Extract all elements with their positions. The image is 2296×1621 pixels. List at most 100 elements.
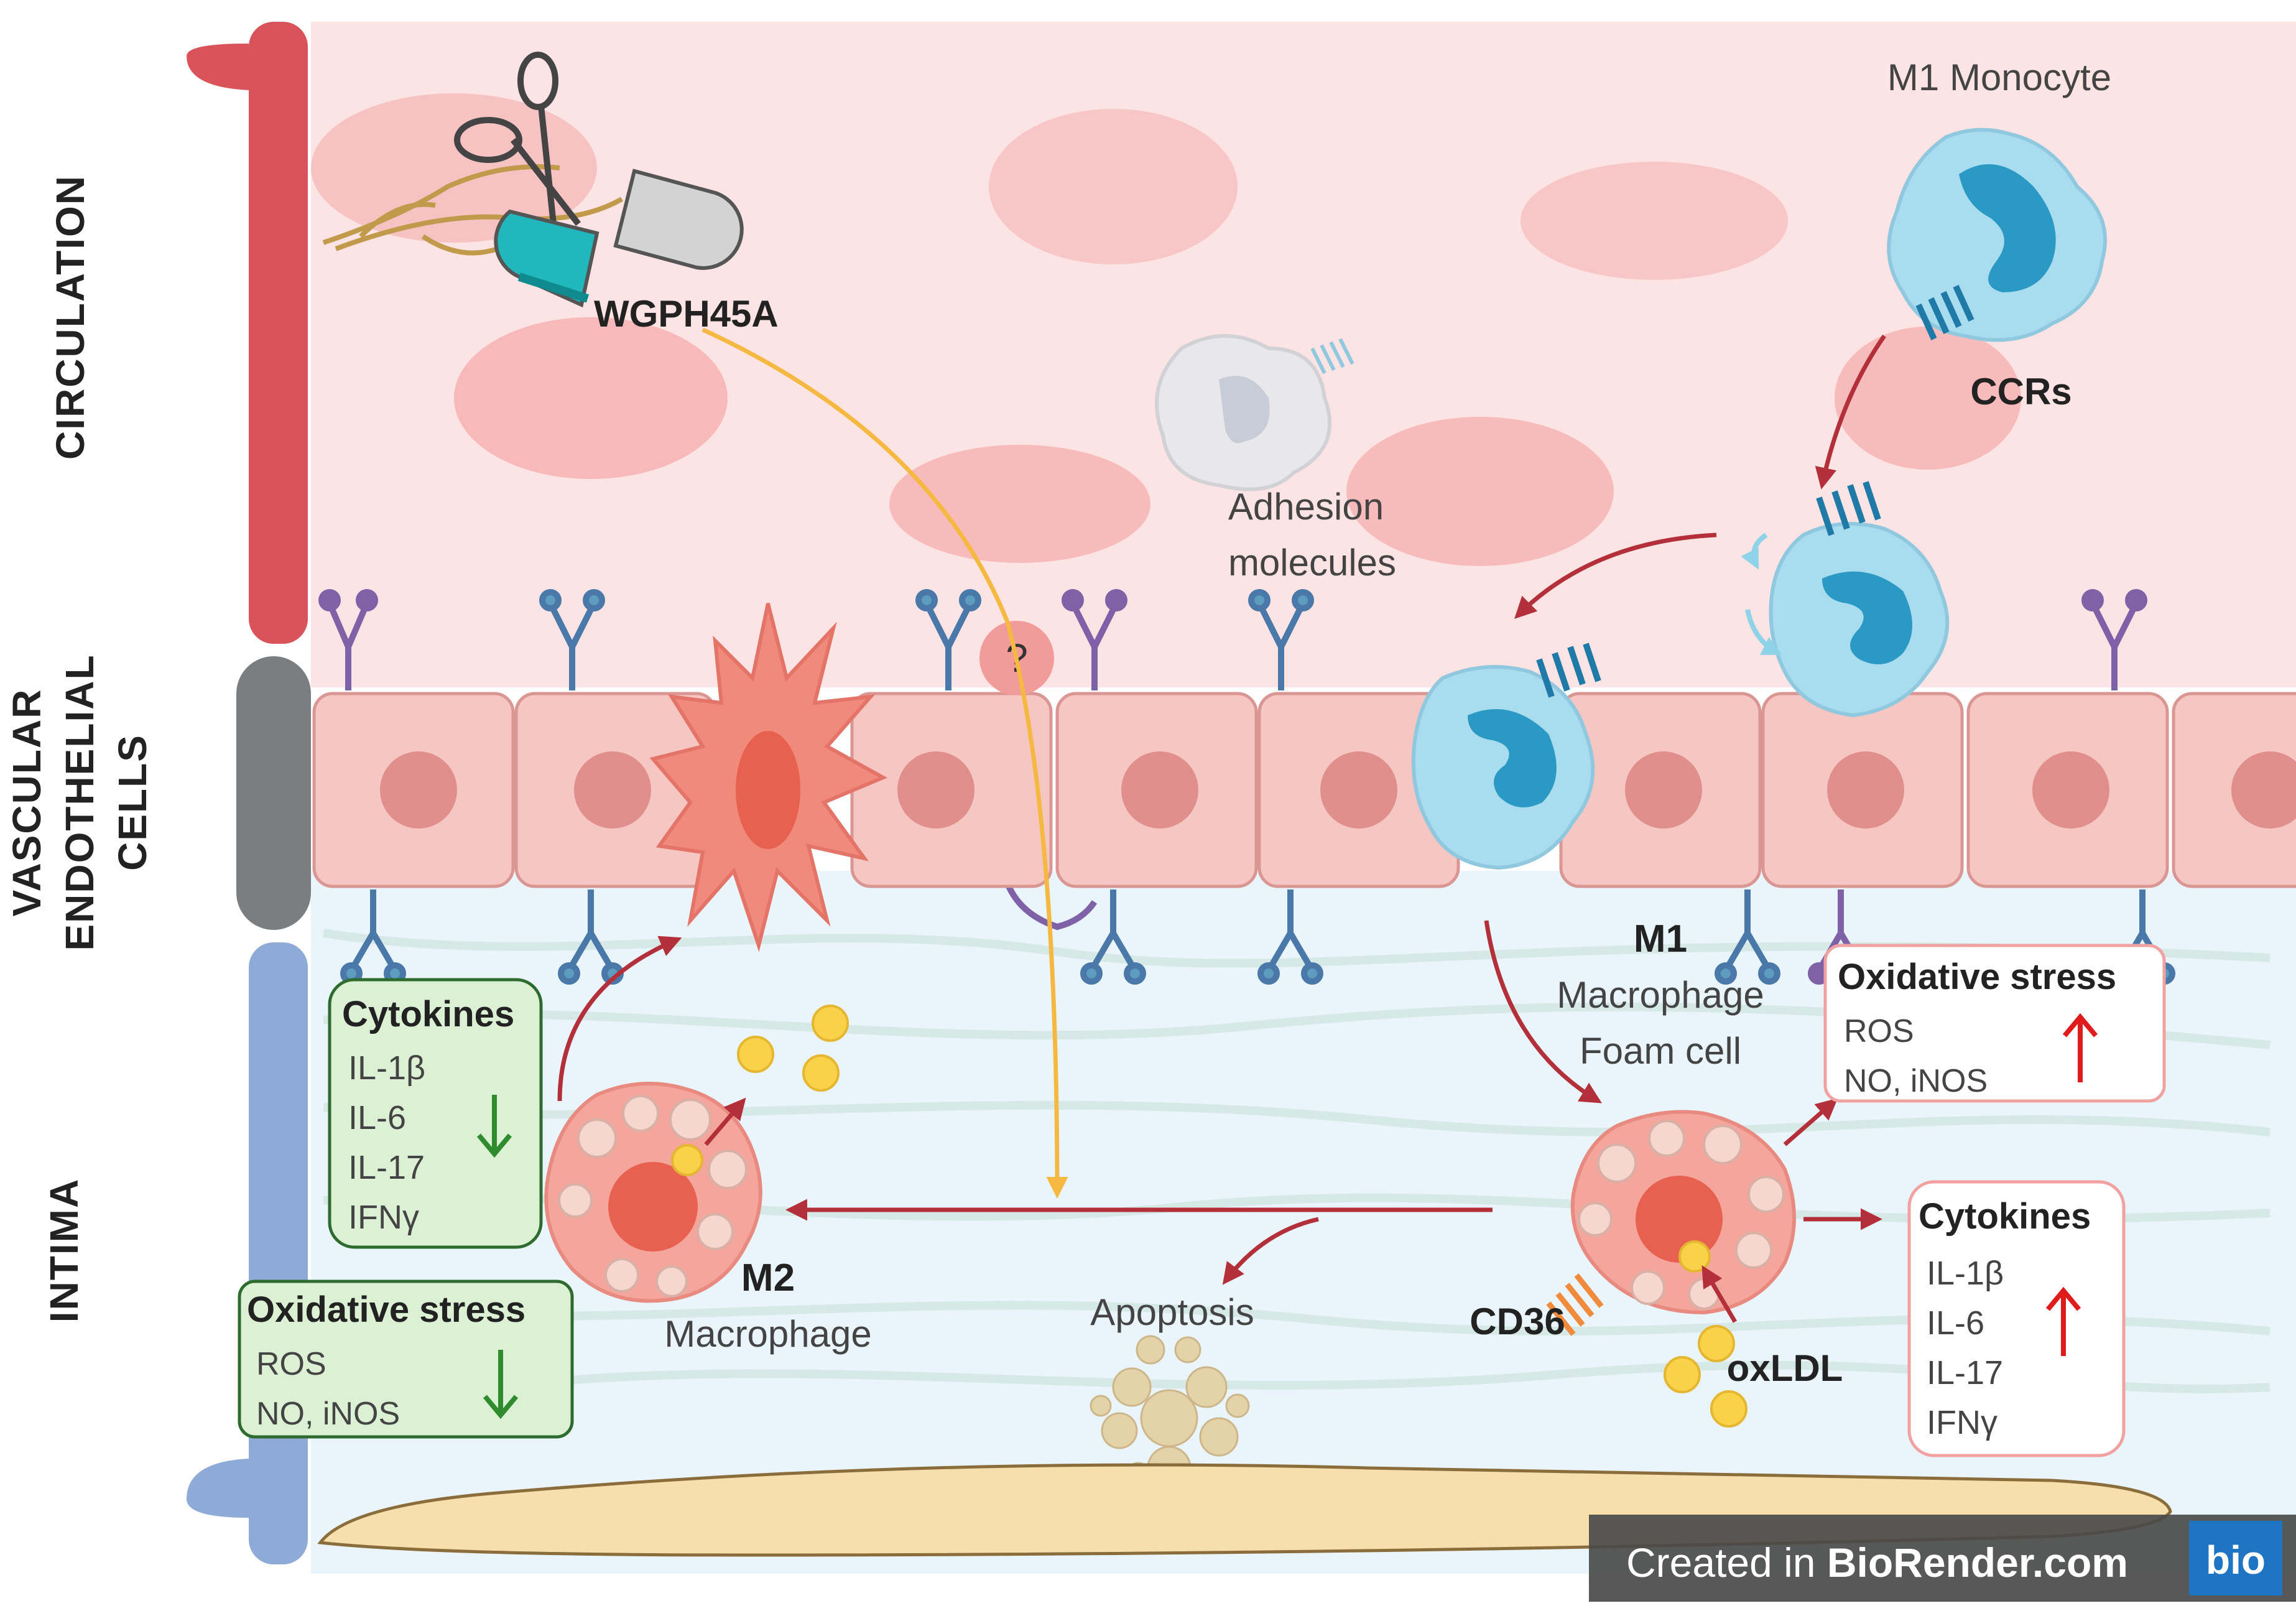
adhesion-label-line1: Adhesion <box>1228 486 1384 527</box>
m1-title: M1 <box>1634 917 1687 960</box>
m2-macrophage: M2 Macrophage <box>544 1082 872 1355</box>
oxldl-particle <box>1710 1390 1747 1428</box>
vascular-label-line1: VASCULAR <box>4 689 49 917</box>
oxldl-particle <box>737 1036 774 1073</box>
drug-label: WGPH45A <box>594 293 779 335</box>
drug-illustration: WGPH45A <box>322 52 779 335</box>
arrow-to-adhesion <box>1514 532 1717 619</box>
arrow-to-foam-cell <box>1484 920 1603 1103</box>
ccrs-label: CCRs <box>1970 371 2071 412</box>
endothelial-cell <box>1559 692 1762 888</box>
endothelial-bar <box>236 656 311 930</box>
vascular-label: VASCULAR ENDOTHELIAL CELLS <box>4 654 155 950</box>
intima-bar <box>249 942 308 1564</box>
right-cytokines-item: IL-1β <box>1927 1255 2004 1292</box>
endothelial-cell <box>850 692 1053 888</box>
right-cytokines-item: IL-6 <box>1927 1304 1984 1342</box>
herb-icon <box>322 164 623 256</box>
red-blood-cell <box>311 93 597 243</box>
oxldl-label: oxLDL <box>1727 1347 1843 1389</box>
red-blood-cell <box>1346 417 1614 566</box>
lipid-vacuoles <box>1578 1120 1785 1310</box>
red-blood-cell <box>989 109 1238 264</box>
adhesion-molecule <box>1257 889 1323 985</box>
m1-monocyte-label: M1 Monocyte <box>1887 57 2111 98</box>
left-oxidative-title: Oxidative stress <box>247 1289 525 1330</box>
right-oxidative-item: ROS <box>1844 1013 1914 1049</box>
rolling-arrow-top <box>1741 532 1768 570</box>
m1-monocyte: M1 Monocyte CCRs <box>1887 57 2111 412</box>
intima-label: INTIMA <box>42 1178 86 1322</box>
rolling-arrow-bottom <box>1745 609 1782 656</box>
circulation-bar <box>249 22 308 644</box>
right-oxidative-item: NO, iNOS <box>1844 1063 1988 1099</box>
watermark-prefix: Created in <box>1626 1540 1827 1586</box>
left-cytokines-item: IL-6 <box>348 1099 406 1136</box>
migrating-macrophage <box>649 603 887 952</box>
adhesion-molecule <box>1715 889 1780 985</box>
red-blood-cell <box>889 445 1150 563</box>
red-blood-cell <box>454 317 728 479</box>
red-blood-cell <box>1521 162 1788 280</box>
biorender-logo-icon <box>2189 1521 2282 1595</box>
arrow-to-apoptosis <box>1222 1217 1319 1285</box>
drug-path-arrow <box>701 327 1068 1199</box>
watermark-brand: BioRender.com <box>1827 1540 2128 1586</box>
left-cytokines-item: IL-17 <box>348 1149 425 1186</box>
arrow-monocyte-down <box>1815 334 1886 490</box>
endothelial-cell <box>1257 692 1460 888</box>
adhesion-label-line2: molecules <box>1228 542 1396 583</box>
faded-receptor-icon <box>1310 338 1354 374</box>
free-oxldl-particles <box>737 1005 849 1092</box>
left-oxidative-box: Oxidative stress ROS NO, iNOS <box>238 1280 574 1439</box>
oxldl-particle <box>1678 1240 1711 1273</box>
lipid-vacuoles <box>558 1095 748 1298</box>
right-cytokines-title: Cytokines <box>1919 1196 2091 1237</box>
arrow-oxldl-uptake <box>1701 1265 1738 1323</box>
oxldl-cluster <box>1664 1325 1747 1428</box>
adhesion-molecule <box>539 589 605 690</box>
m2-subtitle: Macrophage <box>664 1313 872 1355</box>
endothelial-cell <box>1055 692 1258 888</box>
oxldl-particle <box>812 1005 849 1042</box>
m1-subtitle-line2: Macrophage <box>1557 974 1764 1016</box>
oxldl-particle <box>802 1054 840 1092</box>
left-oxidative-item: ROS <box>256 1346 326 1382</box>
m2-title: M2 <box>741 1256 795 1299</box>
vascular-label-line2: ENDOTHELIAL <box>57 654 102 950</box>
right-cytokines-item: IL-17 <box>1927 1354 2003 1391</box>
left-cytokines-title: Cytokines <box>342 994 514 1034</box>
down-arrow-icon <box>483 1350 519 1419</box>
red-blood-cells <box>311 93 2021 566</box>
apoptosis-label: Apoptosis <box>1090 1291 1254 1333</box>
up-arrow-icon <box>2062 1013 2098 1082</box>
ccr-receptor-icon <box>1915 284 1974 341</box>
oxldl-particle <box>671 1144 703 1176</box>
right-oxidative-box: Oxidative stress ROS NO, iNOS <box>1823 944 2166 1103</box>
right-oxidative-title: Oxidative stress <box>1838 957 2116 997</box>
process-arrows <box>557 334 1886 1323</box>
arrow-to-oxidative <box>1783 1098 1838 1146</box>
adhesion-molecule <box>1062 589 1127 690</box>
vascular-label-line3: CELLS <box>110 734 155 871</box>
adhesion-molecule <box>318 589 378 690</box>
down-arrow-icon <box>476 1095 512 1158</box>
scissors-icon <box>454 52 581 226</box>
oxldl-particle <box>1698 1325 1735 1362</box>
endothelial-cell <box>1966 692 2169 888</box>
adhesion-molecule-purple-chain <box>1004 882 1098 931</box>
adhesion-molecule <box>915 589 981 690</box>
circulation-label: CIRCULATION <box>48 175 93 460</box>
circulation-bar-cap <box>187 44 249 90</box>
right-cytokines-box: Cytokines IL-1β IL-6 IL-17 IFNγ <box>1907 1180 2126 1457</box>
biorender-watermark[interactable]: Created in BioRender.com bio <box>1589 1515 2296 1602</box>
cd36-receptor-icon <box>1546 1273 1604 1336</box>
adhesion-molecule <box>1080 889 1146 985</box>
left-cytokines-item: IL-1β <box>348 1049 425 1087</box>
adhesion-molecule <box>2081 589 2147 690</box>
endothelial-layer <box>312 692 2296 888</box>
left-cytokines-box: Cytokines IL-1β IL-6 IL-17 IFNγ <box>328 978 543 1249</box>
adhesion-molecule <box>1248 589 1314 690</box>
biorender-logo-text: bio <box>2206 1538 2266 1582</box>
up-arrow-icon <box>2045 1286 2081 1356</box>
